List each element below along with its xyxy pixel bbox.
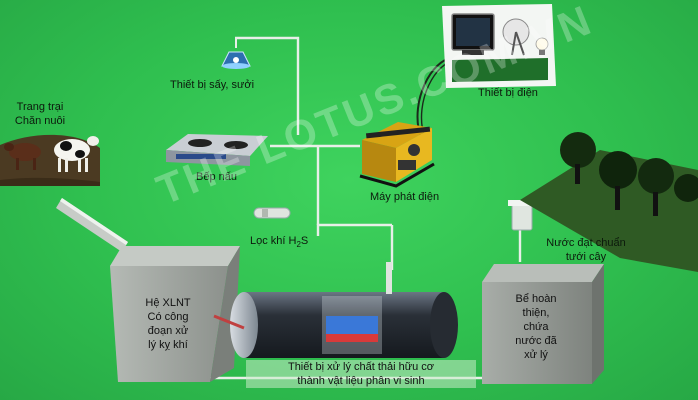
lamp-icon bbox=[221, 38, 251, 69]
clean-water-line2: tưới cây bbox=[565, 251, 607, 263]
electric-device-panel bbox=[442, 4, 556, 88]
farm-label-line2: Chăn nuôi bbox=[14, 115, 66, 127]
cow-icon bbox=[4, 143, 41, 170]
tree-icon bbox=[674, 174, 698, 202]
digester-line2: thành vật liệu phân vi sinh bbox=[297, 375, 425, 387]
tree-icon bbox=[638, 158, 674, 216]
treatment-line3: đoạn xử bbox=[147, 325, 189, 337]
h2s-filter-icon bbox=[253, 207, 291, 219]
h2s-filter-suffix: S bbox=[300, 235, 309, 247]
light-bulb-icon bbox=[535, 37, 549, 55]
gas-stove-icon bbox=[166, 134, 268, 166]
h2s-filter-prefix: Lọc khí H bbox=[250, 235, 297, 247]
drying-device-label: Thiết bị sấy, sưởi bbox=[170, 79, 255, 91]
finish-tank-line1: Bể hoàn bbox=[515, 293, 557, 305]
water-tap-icon bbox=[508, 200, 536, 231]
finishing-tank bbox=[482, 264, 604, 384]
treatment-box bbox=[110, 246, 240, 382]
tv-icon bbox=[451, 13, 495, 55]
finish-tank-line5: xử lý bbox=[524, 349, 548, 361]
clean-water-label: Nước đạt chuẩn tưới cây bbox=[536, 236, 636, 264]
farm-label-line1: Trang trại bbox=[16, 101, 64, 113]
farm-area bbox=[0, 134, 100, 186]
tree-icon bbox=[560, 132, 596, 184]
treatment-line1: Hệ XLNT bbox=[145, 297, 191, 309]
finish-tank-line3: chứa bbox=[523, 321, 549, 333]
generator-icon bbox=[359, 122, 435, 188]
digester-line1: Thiết bị xử lý chất thải hữu cơ bbox=[287, 361, 435, 373]
treatment-box-label: Hệ XLNT Có công đoạn xử lý kỵ khí bbox=[126, 296, 210, 352]
farm-label: Trang trại Chăn nuôi bbox=[8, 100, 72, 128]
tree-icon bbox=[599, 151, 637, 210]
h2s-filter-label: Lọc khí H2S bbox=[250, 234, 308, 252]
finish-tank-line4: nước đã bbox=[515, 335, 557, 347]
electric-device-label: Thiết bị điện bbox=[478, 87, 538, 99]
sludge-pipe bbox=[213, 314, 245, 330]
digester-label: Thiết bị xử lý chất thải hữu cơ thành vậ… bbox=[246, 360, 476, 388]
stove-label: Bếp nấu bbox=[196, 171, 237, 183]
treatment-line2: Có công bbox=[147, 311, 189, 323]
cow-icon bbox=[54, 136, 99, 172]
satellite-dish-icon bbox=[502, 18, 530, 56]
inlet-pipe bbox=[56, 198, 128, 252]
finish-tank-label: Bể hoàn thiện, chứa nước đã xử lý bbox=[486, 292, 586, 362]
tree-field bbox=[520, 132, 698, 272]
generator-label: Máy phát điện bbox=[370, 191, 440, 203]
digester-cylinder bbox=[230, 262, 458, 358]
finish-tank-line2: thiện, bbox=[522, 307, 550, 319]
h2s-filter-sub: 2 bbox=[296, 240, 301, 250]
clean-water-line1: Nước đạt chuẩn bbox=[546, 237, 626, 249]
treatment-line4: lý kỵ khí bbox=[148, 339, 188, 351]
